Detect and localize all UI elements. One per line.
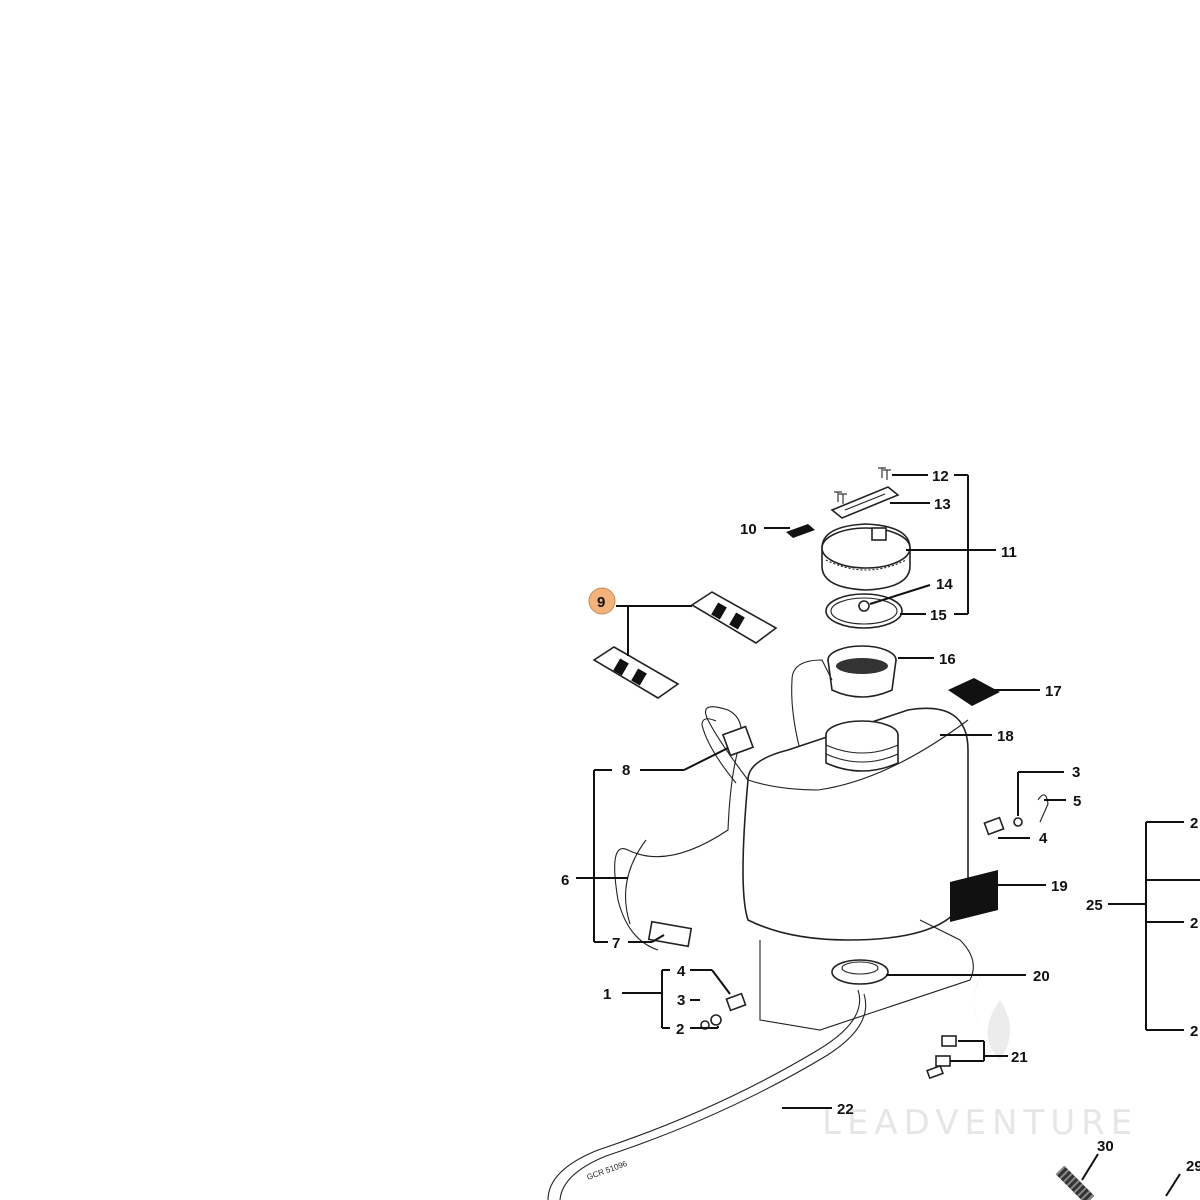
part-7-buckle (647, 920, 693, 948)
watermark: LEADVENTURE (822, 970, 1138, 1143)
callout-7: 7 (612, 935, 620, 952)
callout-4-left: 4 (677, 963, 686, 980)
part-30-hose (1055, 1165, 1095, 1200)
part-22-hose (547, 989, 861, 1200)
callout-13: 13 (934, 496, 951, 513)
callout-2: 2 (676, 1021, 684, 1038)
callout-17: 17 (1045, 683, 1062, 700)
leader-lines (576, 474, 1200, 1197)
part-12-screws (834, 467, 891, 504)
part-16-strainer (827, 645, 897, 698)
part-19-decal (950, 870, 998, 922)
callout-labels: 12 13 10 11 14 15 9 16 17 18 8 3 5 4 6 1… (561, 468, 1200, 1175)
callout-2-c: 2 (1190, 1023, 1198, 1040)
part-9-pads (592, 591, 778, 699)
callout-18: 18 (997, 728, 1014, 745)
part-9-highlight (588, 587, 616, 615)
part-21-fittings (926, 1035, 957, 1080)
part-22-hose-inner (559, 993, 867, 1200)
tank-frame (759, 919, 974, 1031)
watermark-text: LEADVENTURE (822, 1103, 1138, 1143)
part-14-valve (858, 600, 870, 612)
callout-25: 25 (1086, 897, 1103, 914)
callout-3-right: 3 (1072, 764, 1080, 781)
callout-11: 11 (1001, 544, 1017, 561)
part-1-fittings (700, 992, 747, 1030)
part-3-5-fittings (983, 794, 1049, 836)
callout-29: 29 (1186, 1158, 1200, 1175)
callout-20: 20 (1033, 968, 1050, 985)
part-17-decal (948, 678, 1000, 706)
callout-3-left: 3 (677, 992, 685, 1009)
callout-19: 19 (1051, 878, 1068, 895)
part-13-plate (830, 486, 900, 519)
callout-5: 5 (1073, 793, 1081, 810)
callout-30: 30 (1097, 1138, 1114, 1155)
callout-2-b: 2 (1190, 915, 1198, 932)
part-6-straps (614, 659, 833, 951)
callout-22: 22 (837, 1101, 854, 1118)
callout-1: 1 (603, 986, 611, 1003)
callout-6: 6 (561, 872, 569, 889)
callout-4-right: 4 (1039, 830, 1048, 847)
callout-21: 21 (1011, 1049, 1028, 1066)
callout-12: 12 (932, 468, 949, 485)
callout-2-a: 2 (1190, 815, 1198, 832)
callout-14: 14 (936, 576, 953, 593)
callout-9: 9 (597, 594, 605, 611)
part-18-tank (742, 707, 969, 941)
part-11-cap (821, 523, 911, 591)
watermark-flame-icon (973, 970, 1010, 1060)
part-20-outlet (831, 959, 889, 985)
part-10-decal (786, 524, 815, 538)
part-8-buckle (721, 725, 755, 757)
callout-15: 15 (930, 607, 947, 624)
callout-10: 10 (740, 521, 757, 538)
callout-8: 8 (622, 762, 630, 779)
callout-16: 16 (939, 651, 956, 668)
